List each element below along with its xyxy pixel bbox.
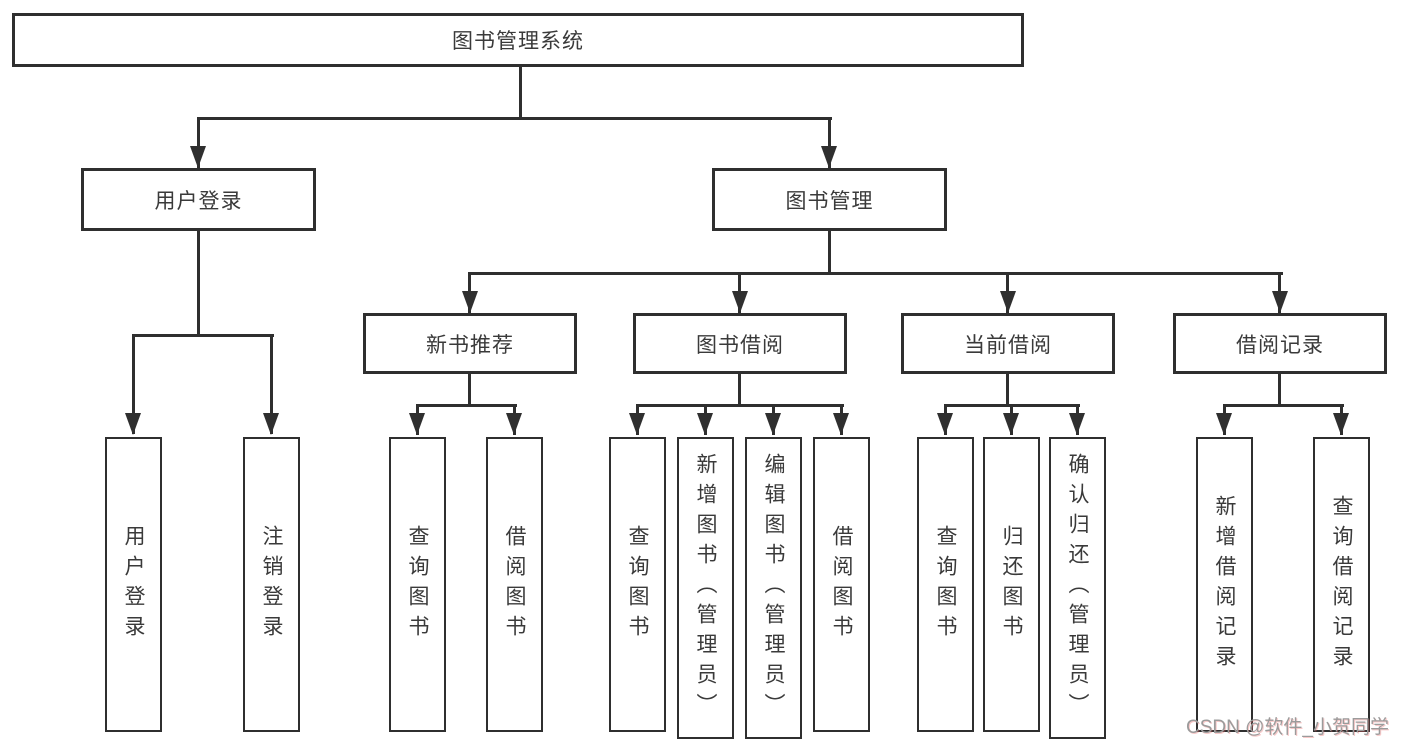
arrowhead-down (125, 413, 141, 435)
leaf-add-book-admin: 新增图书（管理员） (677, 437, 734, 739)
leaf-label: 归还图书 (1000, 524, 1023, 645)
leaf-confirm-return-admin: 确认归还（管理员） (1049, 437, 1106, 739)
node-user-login: 用户登录 (81, 168, 316, 231)
arrowhead-down (506, 413, 522, 435)
node-label: 图书借阅 (696, 333, 784, 357)
leaf-query-books-newbook: 查询图书 (389, 437, 446, 732)
node-borrow-records: 借阅记录 (1173, 313, 1387, 374)
connector-line (828, 117, 831, 168)
arrowhead-down (263, 413, 279, 435)
leaf-label: 新增图书（管理员） (694, 453, 717, 723)
leaf-label: 借阅图书 (503, 524, 526, 645)
leaf-borrow-books: 借阅图书 (813, 437, 870, 732)
leaf-query-borrow-record: 查询借阅记录 (1313, 437, 1370, 732)
arrowhead-down (1272, 291, 1288, 313)
arrowhead-down (937, 413, 953, 435)
arrowhead-down (409, 413, 425, 435)
node-current-borrow: 当前借阅 (901, 313, 1115, 374)
csdn-watermark: CSDN @软件_小贺同学 (1186, 717, 1389, 738)
arrowhead-down (697, 413, 713, 435)
connector-line (1223, 404, 1344, 407)
leaf-return-book: 归还图书 (983, 437, 1040, 732)
connector-line (519, 65, 522, 120)
connector-line (416, 404, 517, 407)
node-label: 用户登录 (154, 189, 243, 213)
connector-line (132, 334, 274, 337)
arrowhead-down (821, 146, 837, 168)
arrowhead-down (1003, 413, 1019, 435)
arrowhead-down (1069, 413, 1085, 435)
connector-line (197, 117, 832, 120)
leaf-label: 查询图书 (934, 524, 957, 645)
node-library-system: 图书管理系统 (12, 13, 1024, 67)
node-book-borrow: 图书借阅 (633, 313, 847, 374)
connector-line (197, 229, 200, 336)
connector-line (468, 272, 1283, 275)
arrowhead-down (629, 413, 645, 435)
arrowhead-down (833, 413, 849, 435)
connector-line (738, 372, 741, 406)
node-label: 图书管理系统 (452, 30, 584, 53)
leaf-label: 查询借阅记录 (1330, 494, 1353, 675)
node-label: 新书推荐 (426, 333, 514, 357)
node-book-management: 图书管理 (712, 168, 947, 231)
leaf-user-login: 用户登录 (105, 437, 162, 732)
node-label: 图书管理 (785, 189, 874, 213)
arrowhead-down (765, 413, 781, 435)
connector-line (1278, 372, 1281, 406)
arrowhead-down (1216, 413, 1232, 435)
connector-line (1006, 372, 1009, 406)
arrowhead-down (462, 291, 478, 313)
node-new-book-recommend: 新书推荐 (363, 313, 577, 374)
arrowhead-down (732, 291, 748, 313)
connector-line (197, 117, 200, 168)
leaf-query-books-current: 查询图书 (917, 437, 974, 732)
connector-line (468, 372, 471, 406)
leaf-add-borrow-record: 新增借阅记录 (1196, 437, 1253, 732)
arrowhead-down (1000, 291, 1016, 313)
leaf-label: 用户登录 (122, 524, 145, 645)
node-label: 借阅记录 (1236, 333, 1324, 357)
leaf-label: 新增借阅记录 (1213, 494, 1236, 675)
leaf-label: 查询图书 (626, 524, 649, 645)
leaf-query-books-borrow: 查询图书 (609, 437, 666, 732)
leaf-label: 借阅图书 (830, 524, 853, 645)
leaf-label: 查询图书 (406, 524, 429, 645)
leaf-label: 编辑图书（管理员） (762, 453, 785, 723)
connector-line (636, 404, 844, 407)
connector-line (270, 334, 273, 434)
leaf-borrow-books-newbook: 借阅图书 (486, 437, 543, 732)
leaf-edit-book-admin: 编辑图书（管理员） (745, 437, 802, 739)
connector-line (132, 334, 135, 434)
leaf-label: 注销登录 (260, 524, 283, 645)
leaf-label: 确认归还（管理员） (1066, 453, 1089, 723)
arrowhead-down (1333, 413, 1349, 435)
leaf-logout: 注销登录 (243, 437, 300, 732)
node-label: 当前借阅 (964, 333, 1052, 357)
arrowhead-down (190, 146, 206, 168)
connector-line (828, 229, 831, 275)
